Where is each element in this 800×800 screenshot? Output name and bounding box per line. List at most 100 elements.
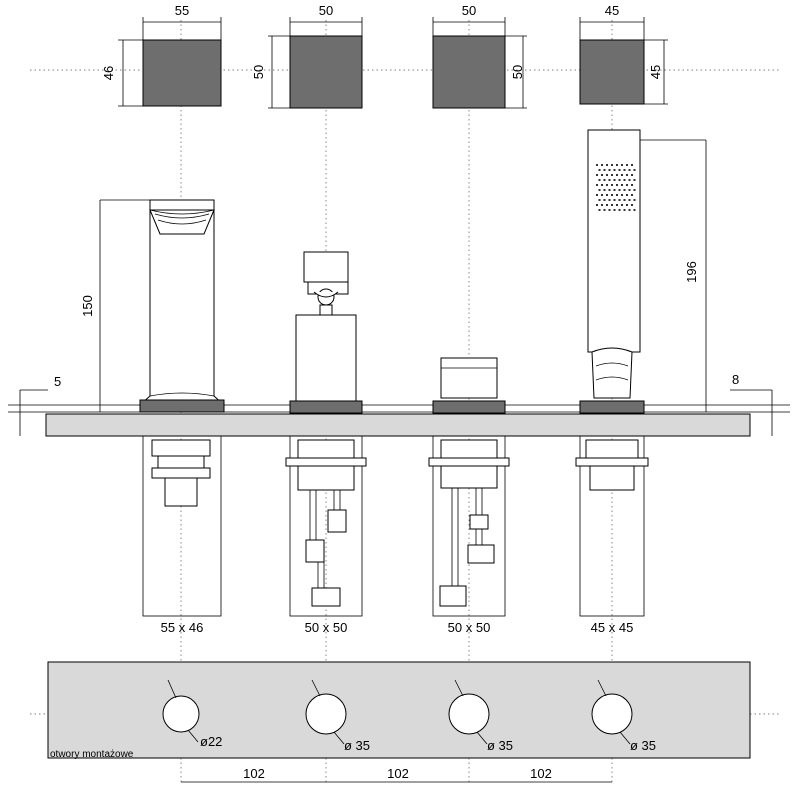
- spray-hole: [626, 174, 628, 176]
- spray-hole: [603, 209, 606, 211]
- spray-hole: [616, 184, 618, 186]
- spray-hole: [603, 179, 606, 181]
- spray-hole: [626, 194, 628, 196]
- hole-3: [448, 693, 490, 735]
- spray-hole: [631, 184, 633, 186]
- spray-hole: [618, 209, 621, 211]
- hole-diameter-4: ø 35: [630, 738, 656, 753]
- spray-hole: [613, 199, 616, 201]
- left-offset-dim: 5: [54, 374, 61, 389]
- top-block-1: [142, 39, 222, 107]
- spray-hole: [611, 164, 613, 166]
- hole-4: [591, 693, 633, 735]
- spray-hole: [596, 204, 598, 206]
- spray-hole: [621, 164, 623, 166]
- shower-height-dim: 196: [684, 261, 699, 283]
- spray-hole: [608, 209, 611, 211]
- spray-hole: [606, 184, 608, 186]
- spray-hole: [603, 189, 606, 191]
- mixer-3: [432, 357, 506, 414]
- spray-hole: [608, 189, 611, 191]
- under-deck-2: [285, 435, 367, 617]
- spray-hole: [598, 199, 601, 201]
- mixer-2: [289, 251, 363, 414]
- spray-hole: [631, 174, 633, 176]
- spray-hole: [596, 194, 598, 196]
- spray-hole: [596, 164, 598, 166]
- spray-hole: [633, 199, 636, 201]
- spout-height-dim: 150: [80, 295, 95, 317]
- spray-hole: [608, 169, 611, 171]
- spray-hole: [613, 179, 616, 181]
- spray-hole: [601, 204, 603, 206]
- spray-hole: [621, 194, 623, 196]
- top-width-3: 50: [462, 3, 476, 18]
- top-block-4: [579, 39, 645, 105]
- spacing-1: 102: [243, 766, 265, 781]
- top-height-3: 50: [510, 65, 525, 79]
- spray-hole: [623, 179, 626, 181]
- deck-plate: [8, 404, 790, 437]
- spray-hole: [623, 199, 626, 201]
- hole-1: [162, 695, 200, 733]
- spray-hole: [628, 199, 631, 201]
- top-view: 55 46 50 50 50 50 45 45: [101, 3, 668, 109]
- spray-hole: [598, 189, 601, 191]
- spray-hole: [598, 169, 601, 171]
- spray-hole: [631, 164, 633, 166]
- spray-hole: [621, 184, 623, 186]
- spray-hole: [618, 189, 621, 191]
- spray-hole: [606, 164, 608, 166]
- hole-diameter-2: ø 35: [344, 738, 370, 753]
- spray-hole: [611, 204, 613, 206]
- spray-hole: [628, 209, 631, 211]
- right-offset-dim: 8: [732, 372, 739, 387]
- spray-hole: [601, 184, 603, 186]
- spray-hole: [633, 179, 636, 181]
- spray-hole: [596, 184, 598, 186]
- spray-hole: [616, 204, 618, 206]
- spray-hole: [613, 169, 616, 171]
- base-labels: 55 x 46 50 x 50 50 x 50 45 x 45: [161, 620, 634, 635]
- base-label-2: 50 x 50: [305, 620, 348, 635]
- spray-hole: [628, 179, 631, 181]
- spray-hole: [606, 194, 608, 196]
- hole-diameter-1: ø22: [200, 734, 222, 749]
- spray-hole: [611, 184, 613, 186]
- top-width-1: 55: [175, 3, 189, 18]
- spray-hole: [601, 164, 603, 166]
- spray-hole: [631, 194, 633, 196]
- spray-hole: [633, 209, 636, 211]
- spray-hole: [598, 209, 601, 211]
- hole-2: [305, 693, 347, 735]
- spray-hole: [616, 174, 618, 176]
- spray-hole: [608, 179, 611, 181]
- base-label-1: 55 x 46: [161, 620, 204, 635]
- under-deck-1: [142, 435, 222, 617]
- spray-hole: [596, 174, 598, 176]
- spray-hole: [618, 199, 621, 201]
- spray-hole: [618, 179, 621, 181]
- spray-hole: [628, 169, 631, 171]
- spray-hole: [626, 184, 628, 186]
- under-deck-3: [428, 435, 510, 617]
- spray-hole: [626, 204, 628, 206]
- mounting-plate: ø22 ø 35 ø 35 ø 35 otwory montażowe: [47, 661, 751, 760]
- spray-hole: [603, 169, 606, 171]
- hand-shower: 196 8: [579, 129, 773, 436]
- spray-hole: [623, 209, 626, 211]
- base-label-3: 50 x 50: [448, 620, 491, 635]
- spray-hole: [621, 174, 623, 176]
- spray-hole: [623, 189, 626, 191]
- spray-holes: [596, 164, 636, 211]
- spray-hole: [606, 174, 608, 176]
- top-height-4: 45: [648, 65, 663, 79]
- top-block-3: [432, 35, 506, 109]
- spray-hole: [618, 169, 621, 171]
- spray-hole: [608, 199, 611, 201]
- spray-hole: [603, 199, 606, 201]
- spray-hole: [613, 209, 616, 211]
- spray-hole: [611, 174, 613, 176]
- spray-hole: [628, 189, 631, 191]
